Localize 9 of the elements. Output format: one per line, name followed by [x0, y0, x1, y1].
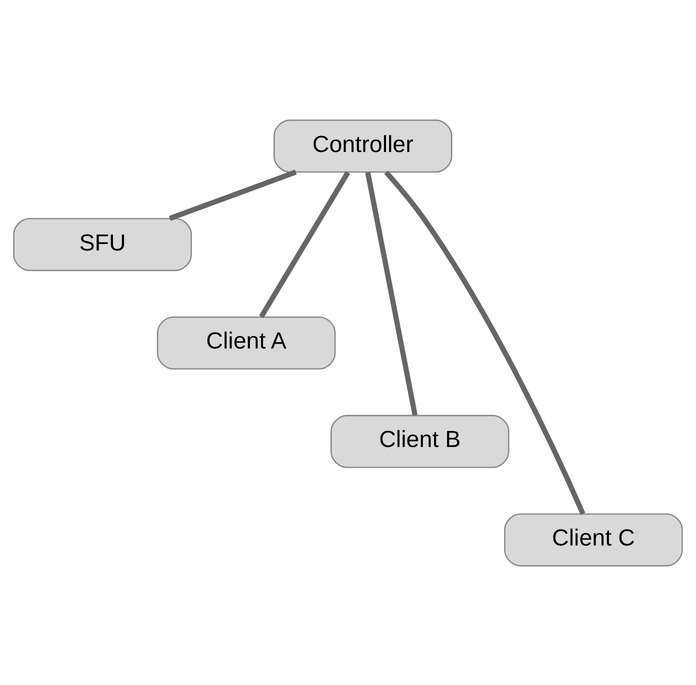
connector	[384, 170, 586, 514]
node-box: Client C	[504, 512, 683, 566]
node-box: SFU	[13, 217, 192, 271]
connector	[365, 171, 418, 416]
node-box: Client B	[330, 414, 510, 468]
connector	[259, 170, 350, 318]
node-box: Controller	[274, 119, 452, 172]
node-box: Client A	[156, 316, 336, 370]
connector	[168, 169, 297, 220]
